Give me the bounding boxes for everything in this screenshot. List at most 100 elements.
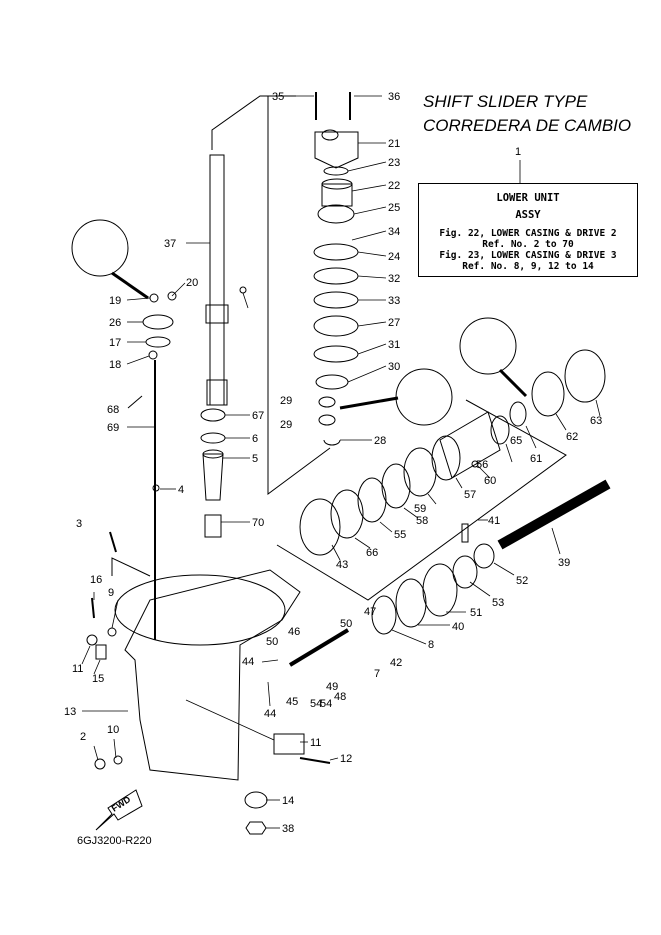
part-label: 28 [374, 435, 386, 447]
part-label: 59 [414, 503, 426, 515]
bearing-6 [200, 408, 226, 422]
part-label: 45 [286, 696, 298, 708]
part-label: 4 [178, 484, 184, 496]
part-label: 13 [64, 706, 76, 718]
pinion-gear-38 [244, 791, 268, 809]
part-label: 3 [76, 518, 82, 530]
washer-68 [148, 350, 158, 360]
part-label: 2 [80, 731, 86, 743]
clutch-51 [452, 555, 478, 589]
sleeve-4 [202, 453, 224, 501]
shift-cam-17 [142, 314, 174, 330]
bearing-housing-56 [439, 411, 501, 479]
sleeve-4-top [202, 449, 224, 459]
part-label: 53 [492, 597, 504, 609]
part-label: 52 [516, 575, 528, 587]
anode-12 [273, 733, 305, 755]
bearing-57 [381, 463, 411, 509]
leader-lines [81, 95, 601, 829]
part-label: 58 [416, 515, 428, 527]
drive-shaft [209, 154, 225, 406]
part-label: 10 [107, 724, 119, 736]
bolt-9 [91, 597, 95, 619]
bolt-10 [94, 758, 106, 770]
casing-group-bracket [111, 557, 151, 577]
part-label: 15 [92, 673, 104, 685]
bolt-16 [109, 531, 117, 553]
part-label: 68 [107, 404, 119, 416]
part-label: 67 [252, 410, 264, 422]
diagram-drawing [71, 92, 611, 835]
info-box-line4: Ref. No. 2 to 70 [482, 239, 574, 250]
part-label: 48 [334, 691, 346, 703]
shift-slider-46 [288, 628, 350, 667]
lower-casing [124, 569, 301, 781]
part-label: 18 [109, 359, 121, 371]
pump-housing-21 [314, 131, 359, 169]
gear-group-bracket [276, 399, 567, 601]
part-label: 22 [388, 180, 400, 192]
part-label: 37 [164, 238, 176, 250]
part-label: 14 [282, 795, 294, 807]
seal-29b [318, 414, 336, 426]
part-label: 70 [252, 517, 264, 529]
lower-unit-info-box: LOWER UNIT ASSY Fig. 22, LOWER CASING & … [418, 183, 638, 277]
part-label: 30 [388, 361, 400, 373]
part-label: 54 [320, 698, 332, 710]
pump-group-bracket [267, 95, 331, 495]
pin-26 [239, 286, 247, 294]
part-label: 40 [452, 621, 464, 633]
part-label: 24 [388, 251, 400, 263]
bolt-14 [299, 757, 331, 764]
o-ring-30 [315, 374, 349, 390]
part-label: 46 [288, 626, 300, 638]
circlip-28 [323, 439, 341, 446]
info-box-ref-number: 1 [515, 146, 522, 158]
callout-bubble-right [459, 317, 517, 375]
part-label: 9 [108, 587, 114, 599]
part-label: 11 [72, 663, 83, 675]
part-label: 69 [107, 422, 119, 434]
part-label: 38 [282, 823, 294, 835]
part-label: 33 [388, 295, 400, 307]
gasket-32 [313, 267, 359, 285]
part-label: 63 [590, 415, 602, 427]
part-label: 17 [109, 337, 121, 349]
part-label: 44 [242, 656, 254, 668]
part-label: 8 [428, 639, 434, 651]
spring-53 [473, 543, 495, 569]
part-label: 36 [388, 91, 400, 103]
nut-15 [86, 634, 98, 646]
insert-22 [321, 183, 353, 207]
lower-casing-deck [114, 574, 286, 646]
seal-5 [200, 432, 226, 444]
part-label: 47 [364, 606, 376, 618]
fwd-arrow [95, 789, 143, 831]
part-label: 32 [388, 273, 400, 285]
bearing-8 [395, 578, 427, 628]
diagram-code: 6GJ3200-R220 [77, 835, 152, 847]
gear-40 [422, 563, 458, 617]
part-label: 55 [394, 529, 406, 541]
part-label: 35 [272, 91, 284, 103]
part-label: 5 [252, 453, 258, 465]
bearing-59 [357, 477, 387, 523]
info-box-line3: Fig. 22, LOWER CASING & DRIVE 2 [439, 228, 617, 239]
callout-leader-left [111, 271, 149, 300]
part-label: 62 [566, 431, 578, 443]
shim-58 [330, 489, 364, 539]
part-label: 43 [336, 559, 348, 571]
housing-27 [313, 315, 359, 337]
callout-bubble-mid [395, 368, 453, 426]
drive-shaft-spline [206, 379, 228, 406]
o-ring-60 [403, 447, 437, 497]
part-label: 56 [476, 459, 488, 471]
info-box-line6: Ref. No. 8, 9, 12 to 14 [462, 261, 594, 272]
part-label: 42 [390, 657, 402, 669]
o-ring-18 [145, 336, 171, 348]
info-box-line2: ASSY [515, 209, 541, 221]
gasket-33 [313, 291, 359, 309]
part-label: 6 [252, 433, 258, 445]
